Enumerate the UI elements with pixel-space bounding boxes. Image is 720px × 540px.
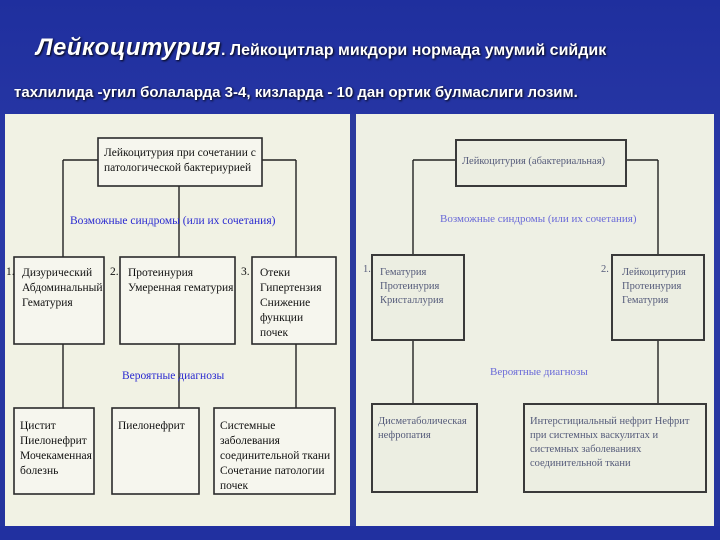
left-syndrome-label-3: Отеки Гипертензия Снижение функции почек [260, 267, 322, 339]
right-syndrome-box-1 [371, 254, 465, 341]
right-syndrome-label-2: Лейкоцитурия Протеинурия Гематурия [622, 267, 686, 306]
left-syndrome-num-3: 3. [241, 266, 250, 278]
left-diagnoses-label: Вероятные диагнозы [122, 370, 225, 382]
left-syndrome-box-1 [13, 256, 105, 345]
left-diagnosis-box-3 [213, 407, 336, 495]
slide-header: Лейкоцитурия. Лейкоцитлар микдори нормад… [0, 0, 720, 112]
left-syndrome-box-2 [119, 256, 236, 345]
left-diagnosis-label-1: Цистит Пиелонефрит Мочекаменная болезнь [20, 420, 92, 477]
left-top-box-label: Лейкоцитурия при сочетании с патологичес… [104, 147, 256, 174]
right-syndrome-num-1: 1. [363, 264, 371, 275]
left-syndrome-label-1: Дизурический Абдоминальный Гематурия [22, 267, 103, 309]
panel-divider [350, 114, 356, 526]
left-diagnosis-box-1 [13, 407, 95, 495]
left-diagnosis-box-2 [111, 407, 200, 495]
title-main: Лейкоцитурия [36, 34, 222, 61]
left-syndrome-num-1: 1. [6, 266, 15, 278]
right-top-box-label: Лейкоцитурия (абактериальная) [462, 156, 606, 167]
right-syndrome-num-2: 2. [601, 264, 609, 275]
left-top-box [97, 137, 263, 187]
right-diagnosis-label-2: Интерстициальный нефрит Нефрит при систе… [530, 416, 690, 469]
bottom-bar [0, 526, 720, 540]
right-top-box [455, 139, 627, 187]
left-syndrome-num-2: 2. [110, 266, 119, 278]
right-syndrome-label-1: Гематурия Протеинурия Кристаллурия [380, 267, 444, 306]
slide-subtitle: тахлилида -угил болаларда 3-4, кизларда … [14, 84, 578, 101]
right-diagnoses-label: Вероятные диагнозы [490, 366, 588, 378]
left-diagnosis-label-3: Системные заболевания соединительной тка… [220, 420, 331, 492]
right-syndrome-box-2 [611, 254, 705, 341]
right-diagnosis-label-1: Дисметаболическая нефропатия [378, 416, 467, 441]
left-diagnosis-label-2: Пиелонефрит [118, 420, 185, 432]
right-diagnosis-box-1 [371, 403, 478, 493]
left-syndrome-box-3 [251, 256, 337, 345]
right-diagnosis-box-2 [523, 403, 707, 493]
title-rest: . Лейкоцитлар микдори нормада умумий сий… [221, 42, 607, 59]
left-syndromes-label: Возможные синдромы (или их сочетания) [70, 215, 276, 227]
left-syndrome-label-2: Протеинурия Умеренная гематурия [128, 267, 234, 294]
right-syndromes-label: Возможные синдромы (или их сочетания) [440, 213, 637, 225]
slide-title: Лейкоцитурия. Лейкоцитлар микдори нормад… [36, 34, 606, 62]
